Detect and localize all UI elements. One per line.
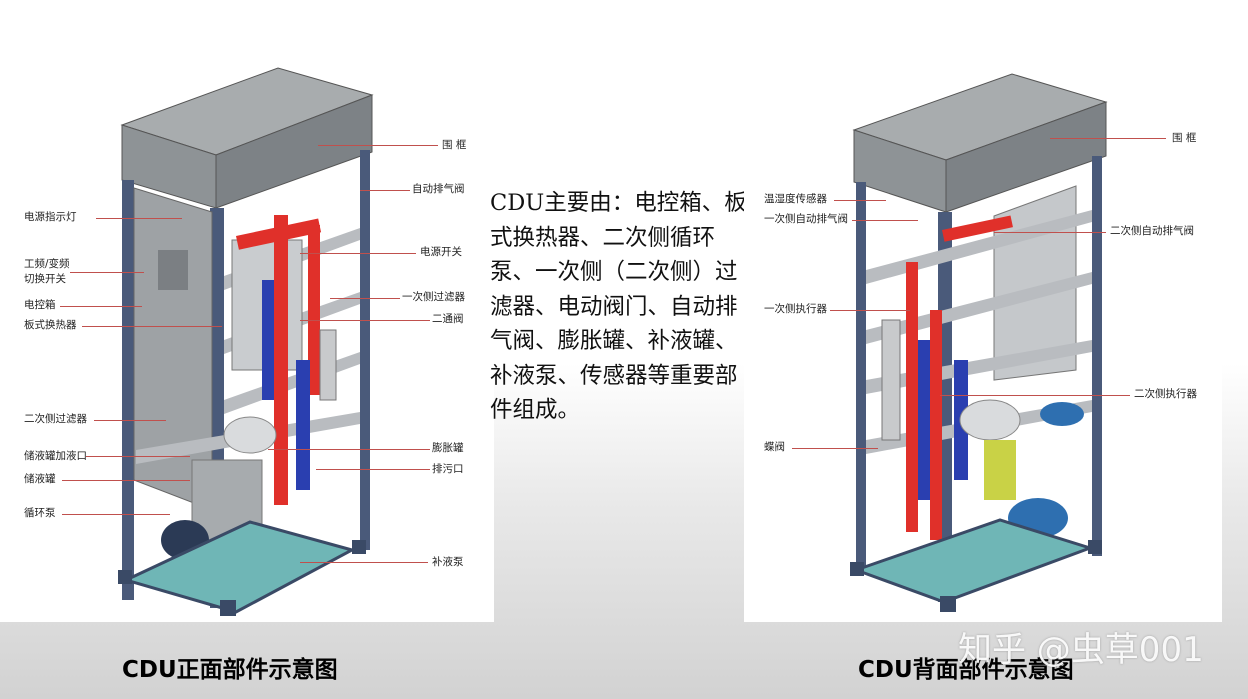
label-refill-pump: 补液泵: [432, 556, 464, 568]
label-circulation-pump: 循环泵: [24, 507, 56, 519]
label-drain-outlet: 排污口: [432, 463, 464, 475]
label-two-way-valve: 二通阀: [432, 313, 464, 325]
label-secondary-actuator: 二次侧执行器: [1134, 388, 1197, 400]
label-storage-tank: 储液罐: [24, 473, 56, 485]
back-cdu-illustration: [850, 73, 1108, 612]
description-text: CDU主要由：电控箱、板式换热器、二次侧循环泵、一次侧（二次侧）过滤器、电动阀门…: [490, 190, 747, 423]
label-freq-switch-2: 切换开关: [24, 273, 66, 285]
label-secondary-filter: 二次侧过滤器: [24, 413, 87, 425]
label-primary-actuator: 一次侧执行器: [764, 303, 827, 315]
label-freq-switch-1: 工频/变频: [24, 258, 70, 270]
label-secondary-auto-vent: 二次侧自动排气阀: [1110, 225, 1194, 237]
label-control-box: 电控箱: [24, 299, 56, 311]
label-temp-humidity-sensor: 温湿度传感器: [764, 193, 827, 205]
label-butterfly-valve: 蝶阀: [764, 441, 785, 453]
label-enclosure-back: 围 框: [1172, 132, 1197, 144]
label-power-indicator: 电源指示灯: [24, 211, 77, 223]
front-cdu-illustration: [118, 67, 374, 616]
label-enclosure: 围 框: [442, 139, 467, 151]
label-tank-inlet: 储液罐加液口: [24, 450, 87, 462]
back-diagram: 温湿度传感器 一次侧自动排气阀 一次侧执行器 蝶阀 围 框 二次侧自动排气阀 二…: [744, 40, 1222, 622]
back-caption: CDU背面部件示意图: [858, 657, 1074, 683]
label-auto-vent-valve: 自动排气阀: [412, 183, 465, 195]
watermark: 知乎 @虫草001: [958, 630, 1204, 670]
label-expansion-tank: 膨胀罐: [432, 442, 464, 454]
label-primary-filter: 一次侧过滤器: [402, 291, 465, 303]
label-heat-exchanger: 板式换热器: [24, 319, 77, 331]
label-power-switch: 电源开关: [420, 246, 462, 258]
front-diagram: 电源指示灯 工频/变频 切换开关 电控箱 板式换热器 二次侧过滤器 储液罐加液口…: [0, 40, 494, 622]
front-caption: CDU正面部件示意图: [122, 657, 338, 683]
label-primary-auto-vent: 一次侧自动排气阀: [764, 213, 848, 225]
